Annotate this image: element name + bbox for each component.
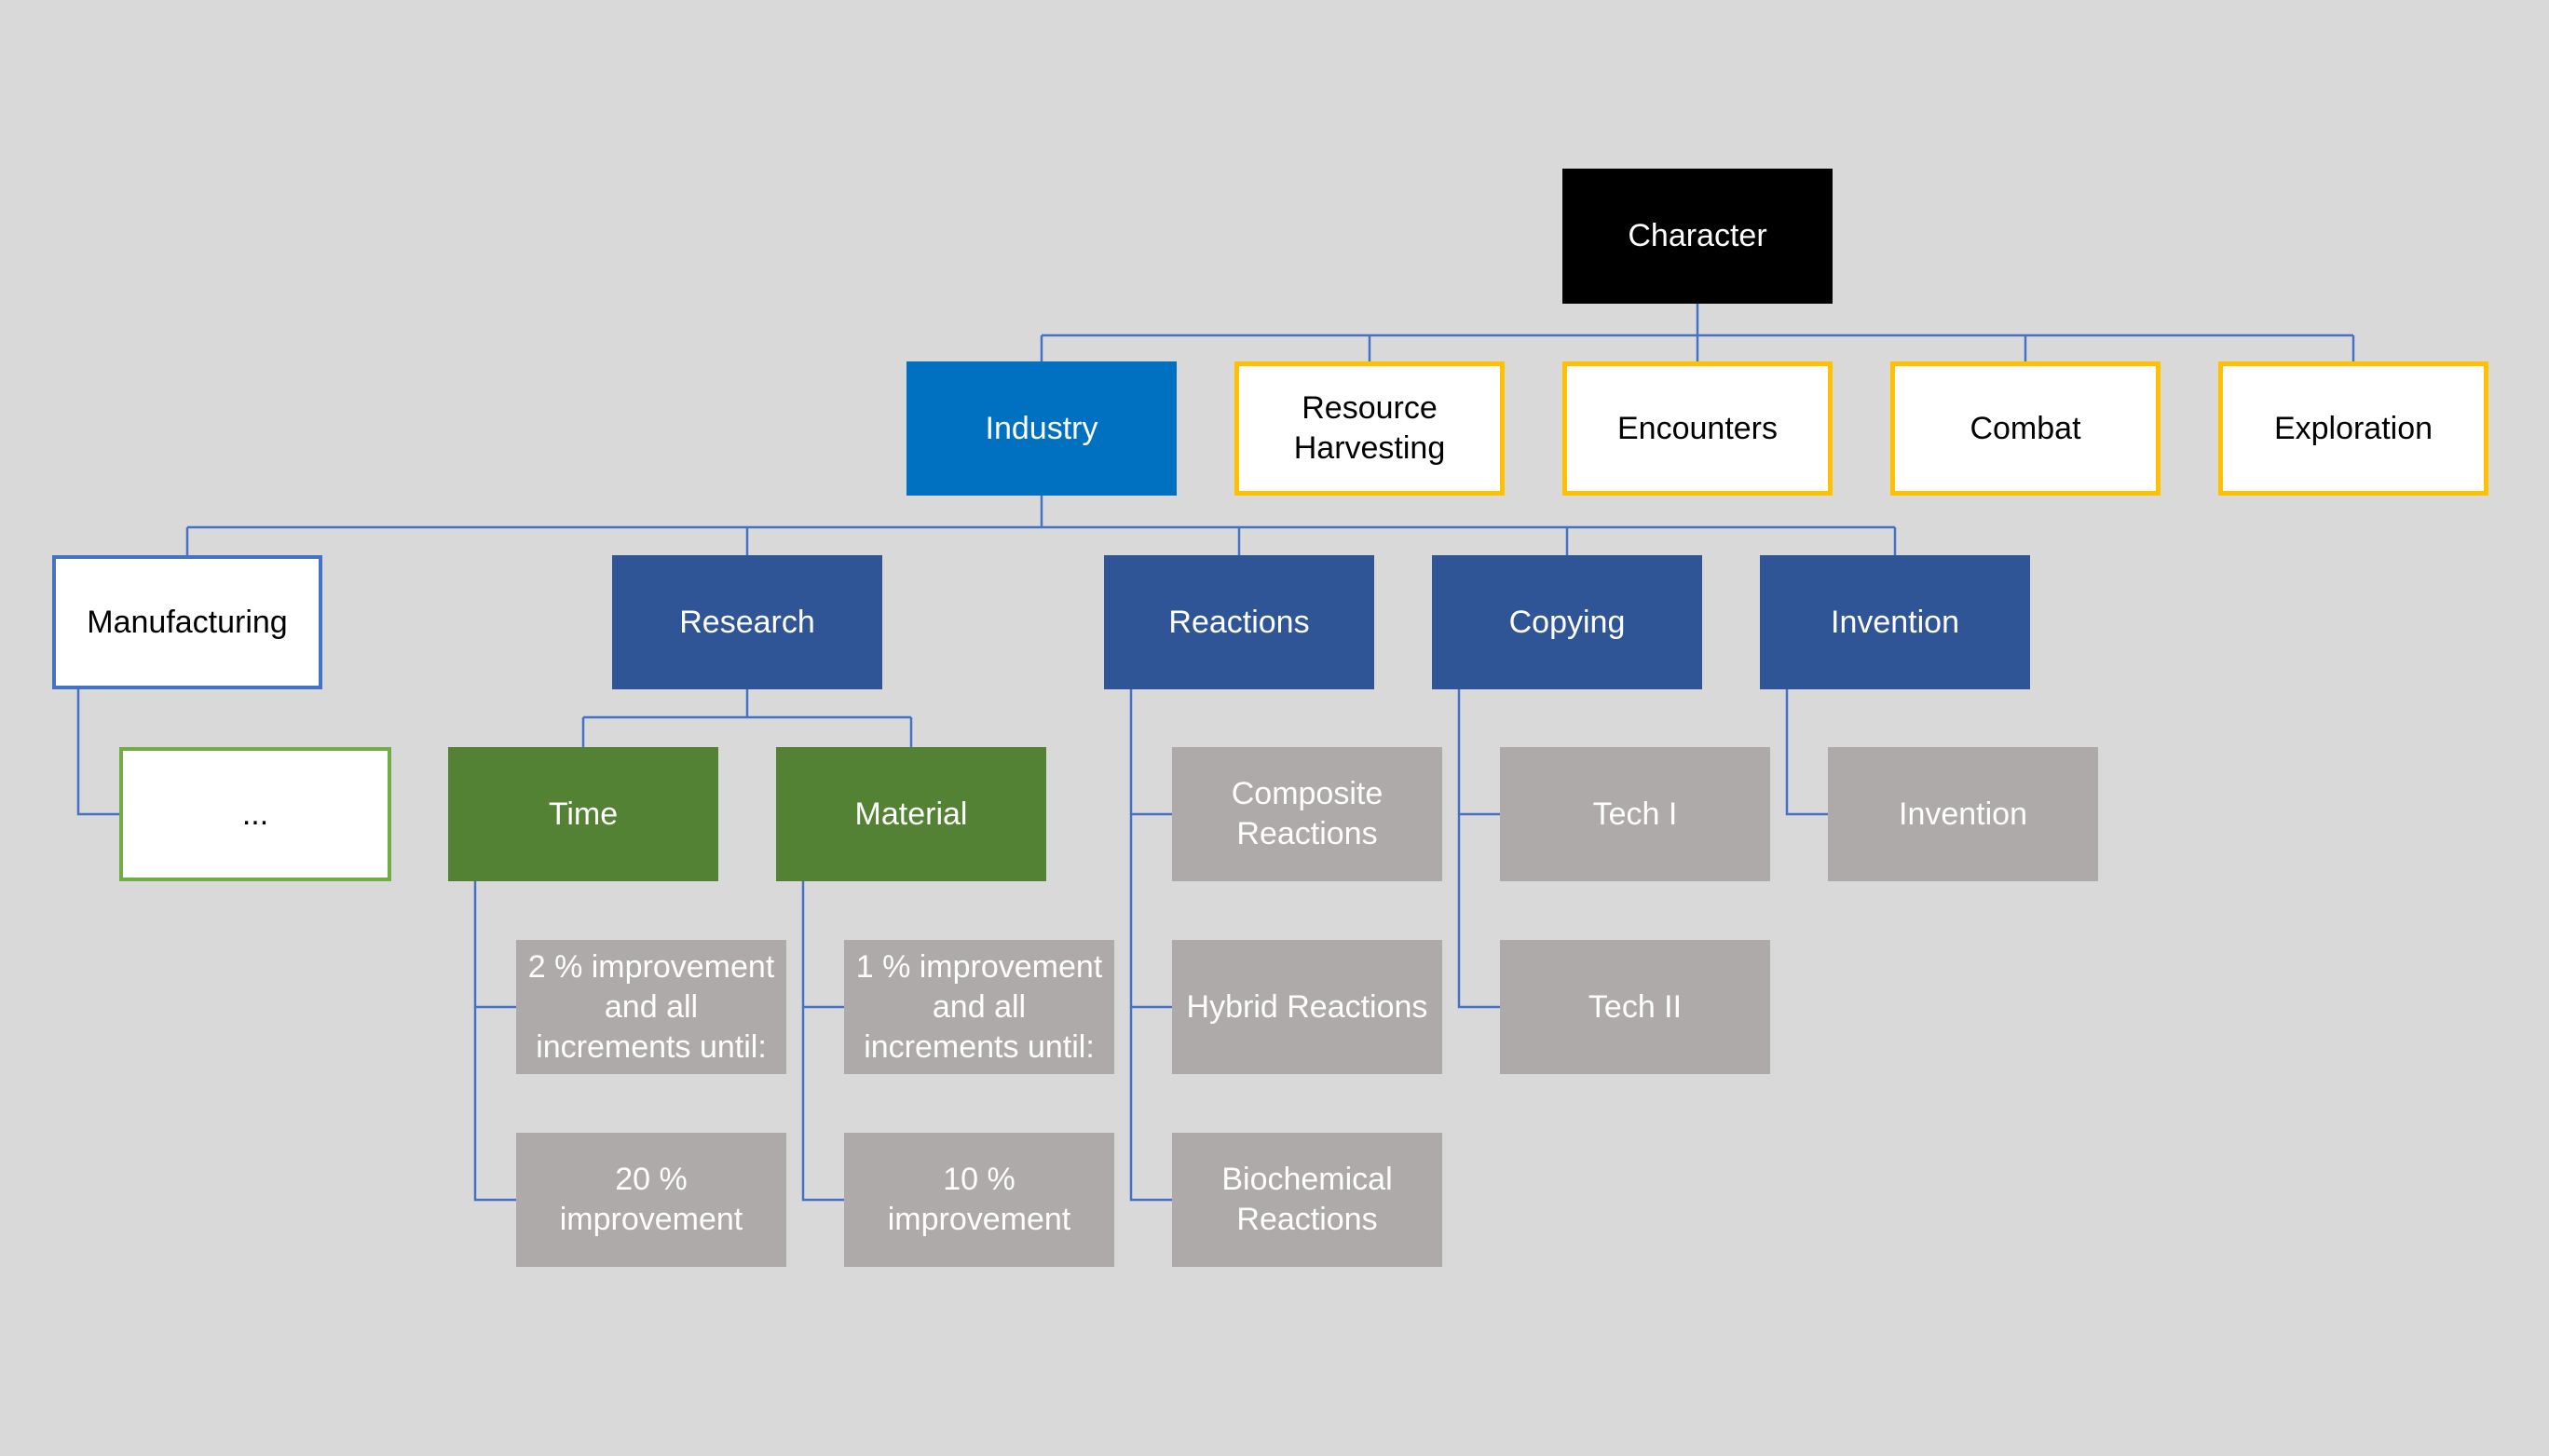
node-copying: Copying (1432, 555, 1702, 689)
node-resource-harvesting: Resource Harvesting (1234, 361, 1505, 496)
node-invention-leaf-label: Invention (1899, 796, 2027, 832)
connector-material-children (801, 881, 844, 1202)
node-material-max-label: 10 % improvement (887, 1162, 1071, 1237)
connector-time-children (473, 881, 516, 1202)
node-combat-label: Combat (1970, 410, 2081, 446)
node-copying-label: Copying (1508, 604, 1626, 640)
node-manufacturing-more: ... (119, 747, 391, 881)
node-encounters-label: Encounters (1617, 410, 1778, 446)
node-time-step: 2 % improvement and all increments until… (516, 940, 786, 1074)
node-material-step: 1 % improvement and all increments until… (844, 940, 1114, 1074)
node-time-max: 20 % improvement (516, 1133, 786, 1267)
node-biochemical-reactions: Biochemical Reactions (1172, 1133, 1442, 1267)
node-invention-leaf: Invention (1828, 747, 2098, 881)
node-material-label: Material (854, 796, 968, 832)
node-character: Character (1562, 169, 1833, 304)
node-hybrid-reactions-label: Hybrid Reactions (1186, 988, 1428, 1025)
connector-reactions-children (1129, 689, 1172, 1202)
node-time-label: Time (548, 796, 619, 832)
node-tech-2: Tech II (1500, 940, 1770, 1074)
node-encounters: Encounters (1562, 361, 1833, 496)
node-time: Time (448, 747, 718, 881)
node-biochemical-reactions-label: Biochemical Reactions (1221, 1162, 1393, 1237)
node-tech-2-label: Tech II (1588, 988, 1683, 1025)
node-exploration-label: Exploration (2273, 410, 2433, 446)
node-invention-label: Invention (1831, 604, 1959, 640)
node-manufacturing-label: Manufacturing (87, 604, 288, 640)
node-time-step-label: 2 % improvement and all increments until… (527, 948, 775, 1065)
node-research-label: Research (679, 604, 815, 640)
node-tech-1: Tech I (1500, 747, 1770, 881)
connector-copying-children (1457, 689, 1500, 1009)
node-reactions: Reactions (1104, 555, 1374, 689)
node-character-label: Character (1628, 218, 1767, 253)
node-industry-label: Industry (985, 410, 1098, 446)
node-combat: Combat (1890, 361, 2161, 496)
node-material: Material (776, 747, 1046, 881)
connector-invention-child (1785, 689, 1828, 816)
node-time-max-label: 20 % improvement (559, 1162, 743, 1237)
node-material-step-label: 1 % improvement and all increments until… (855, 948, 1103, 1065)
node-manufacturing-more-label: ... (241, 796, 269, 832)
connector-manufacturing-more (76, 689, 119, 816)
node-industry: Industry (906, 361, 1177, 496)
node-composite-reactions-label: Composite Reactions (1231, 776, 1384, 851)
node-research: Research (612, 555, 882, 689)
node-reactions-label: Reactions (1168, 604, 1310, 640)
node-tech-1-label: Tech I (1592, 796, 1678, 832)
node-composite-reactions: Composite Reactions (1172, 747, 1442, 881)
node-resource-harvesting-label: Resource Harvesting (1293, 390, 1446, 466)
node-material-max: 10 % improvement (844, 1133, 1114, 1267)
node-hybrid-reactions: Hybrid Reactions (1172, 940, 1442, 1074)
node-exploration: Exploration (2218, 361, 2488, 496)
node-manufacturing: Manufacturing (52, 555, 322, 689)
node-invention: Invention (1760, 555, 2030, 689)
